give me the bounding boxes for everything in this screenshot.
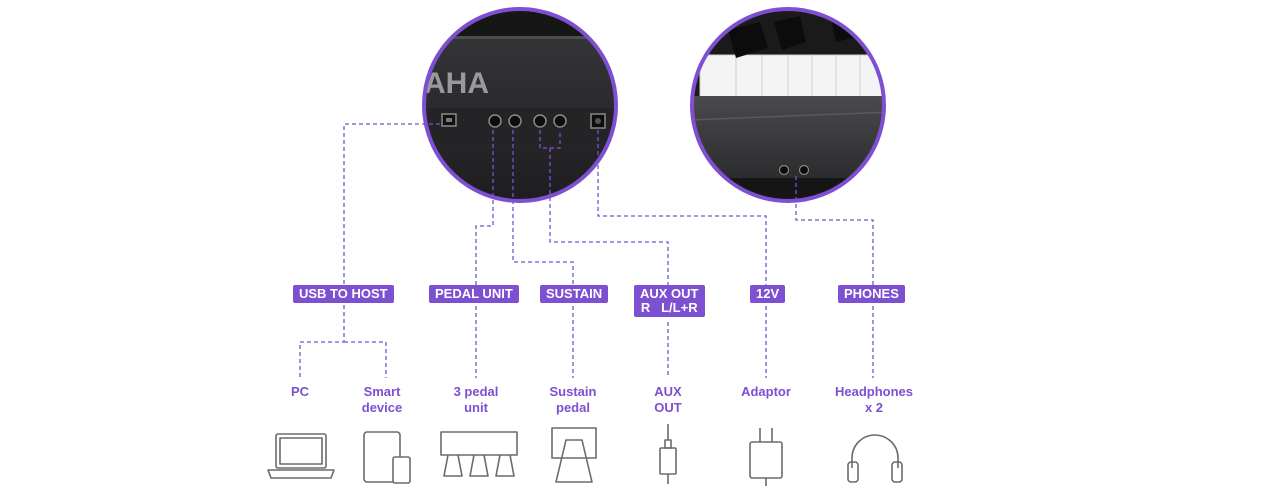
pedal-unit-connector-line [475, 130, 494, 378]
aux-out-label-line2: OUT [654, 400, 682, 415]
aux-plug-icon [659, 424, 677, 484]
phones-jack-1 [778, 164, 790, 176]
pedal-unit-label-line2: unit [464, 400, 488, 415]
dc-in-tag: 12V [750, 285, 786, 303]
pedal-unit-icon [440, 431, 518, 477]
pedal-unit-jack [488, 114, 502, 128]
pc-label-text: PC [290, 384, 310, 399]
smart-device-label-line1: Smart [363, 384, 401, 399]
aux-out-r-jack [533, 114, 547, 128]
sustain-pedal-label-line2: pedal [556, 400, 590, 415]
connector-lines [299, 123, 874, 378]
smart-device-label: Smart device [352, 384, 412, 416]
pedal-unit-label: 3 pedal unit [440, 384, 512, 416]
adaptor-label: Adaptor [730, 384, 802, 400]
adaptor-icon [749, 428, 783, 486]
sustain-pedal-label-line1: Sustain [549, 384, 597, 399]
aux-out-label: AUX OUT [640, 384, 696, 416]
sustain-tag: SUSTAIN [540, 285, 609, 303]
sustain-pedal-label: Sustain pedal [540, 384, 606, 416]
pc-label: PC [283, 384, 317, 400]
aux-out-l-jack [553, 114, 567, 128]
aux-out-tag: AUX OUT R L/L+R [634, 285, 705, 317]
adaptor-label-text: Adaptor [741, 384, 791, 399]
aux-out-tag-line1: AUX OUT [640, 286, 699, 301]
sustain-connector-line [512, 130, 574, 378]
aux-out-tag-line2: R L/L+R [640, 300, 698, 315]
laptop-icon [267, 433, 335, 479]
aux-out-label-line1: AUX [654, 384, 682, 399]
usb-connector-line [343, 123, 440, 286]
smart-device-label-line2: device [361, 400, 403, 415]
phones-jack-2 [798, 164, 810, 176]
dc-connector-line [597, 130, 767, 378]
usb-to-host-tag: USB TO HOST [293, 285, 394, 303]
headphones-label-line1: Headphones [834, 384, 913, 399]
headphones-label: Headphones x 2 [826, 384, 922, 416]
front-panel-closeup [692, 9, 884, 201]
phones-tag: PHONES [838, 285, 905, 303]
sustain-jack [508, 114, 522, 128]
sustain-pedal-icon [551, 427, 597, 483]
usb-split-line [299, 305, 387, 378]
aux-connector-line [549, 148, 669, 378]
headphones-label-line2: x 2 [864, 400, 884, 415]
brand-logo: AHA [424, 67, 489, 100]
headphones-icon [847, 434, 903, 483]
rear-panel-closeup: AHA [424, 9, 616, 201]
smart-device-icon [363, 431, 411, 484]
pedal-unit-label-line1: 3 pedal [453, 384, 499, 399]
pedal-unit-tag: PEDAL UNIT [429, 285, 519, 303]
phones-connector-line [795, 176, 874, 378]
